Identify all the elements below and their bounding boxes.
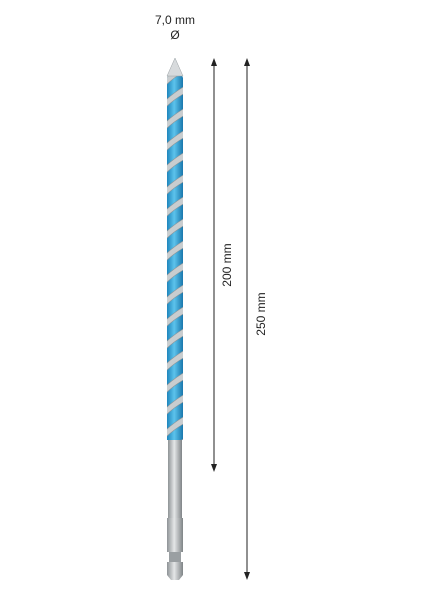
spiral-band — [167, 195, 183, 219]
spiral-band — [167, 305, 183, 329]
carbide-tip — [166, 57, 184, 77]
working-length-label: 200 mm — [220, 243, 234, 287]
spiral-band — [167, 129, 183, 153]
spiral-band — [167, 349, 183, 373]
total-length-label: 250 mm — [254, 292, 268, 336]
hex-groove — [169, 552, 181, 562]
spiral-band — [167, 393, 183, 417]
spiral-band — [167, 415, 183, 439]
hex-shank-upper — [167, 518, 183, 552]
working-length-dimension-line — [211, 58, 217, 472]
round-shank — [168, 440, 182, 518]
total-length-dimension-line — [244, 58, 250, 580]
hex-shank-end — [167, 562, 183, 580]
spiral-band — [167, 371, 183, 395]
spiral-band — [167, 327, 183, 351]
fluted-body — [167, 58, 183, 440]
spiral-band — [167, 261, 183, 285]
spiral-band — [167, 107, 183, 131]
diameter-symbol: Ø — [170, 28, 180, 42]
spiral-band — [167, 151, 183, 175]
spiral-band — [167, 85, 183, 109]
spiral-band — [167, 239, 183, 263]
spiral-band — [167, 283, 183, 307]
diameter-value-label: 7,0 mm — [154, 13, 195, 27]
spiral-band — [167, 217, 183, 241]
spiral-band — [167, 173, 183, 197]
